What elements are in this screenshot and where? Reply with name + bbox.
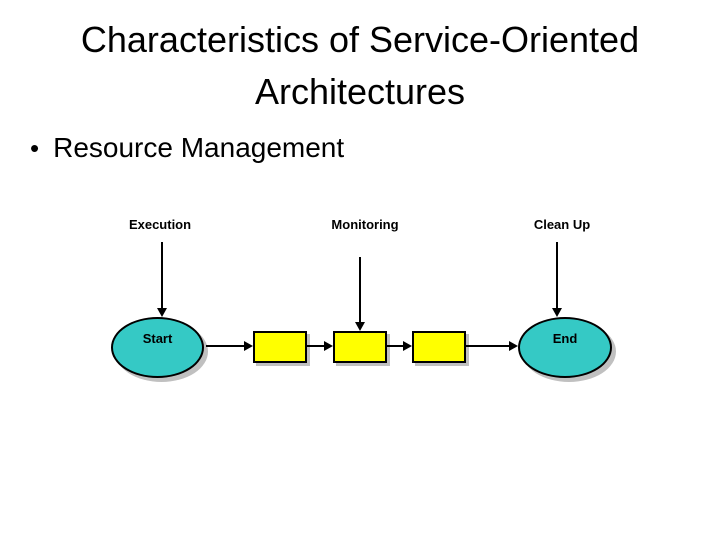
arrow-shaft — [466, 345, 510, 347]
bullet-item: • Resource Management — [30, 131, 344, 165]
arrow-head — [157, 308, 167, 317]
slide-title-line2: Architectures — [254, 71, 466, 112]
arrow-head — [244, 341, 253, 351]
end-node: End — [518, 317, 612, 378]
bullet-marker: • — [30, 133, 40, 163]
arrow-shaft — [387, 345, 404, 347]
process-box-2 — [333, 331, 387, 363]
start-node-label: Start — [142, 331, 173, 346]
process-box-3 — [412, 331, 466, 363]
arrow-shaft — [161, 242, 163, 308]
bullet-text: Resource Management — [53, 132, 345, 163]
arrow-head — [403, 341, 412, 351]
start-node: Start — [111, 317, 204, 378]
arrow-head — [509, 341, 518, 351]
arrow-shaft — [206, 345, 245, 347]
phase-label-cleanup: Clean Up — [533, 217, 591, 232]
slide-title-line1: Characteristics of Service-Oriented — [80, 19, 640, 60]
arrow-head — [552, 308, 562, 317]
arrow-head — [324, 341, 333, 351]
arrow-shaft — [307, 345, 325, 347]
arrow-head — [355, 322, 365, 331]
phase-label-monitoring: Monitoring — [331, 217, 399, 232]
arrow-shaft — [359, 257, 361, 322]
end-node-label: End — [552, 331, 578, 346]
slide-title: Characteristics of Service-Oriented Arch… — [0, 14, 720, 118]
phase-label-execution: Execution — [128, 217, 192, 232]
arrow-shaft — [556, 242, 558, 308]
process-box-1 — [253, 331, 307, 363]
